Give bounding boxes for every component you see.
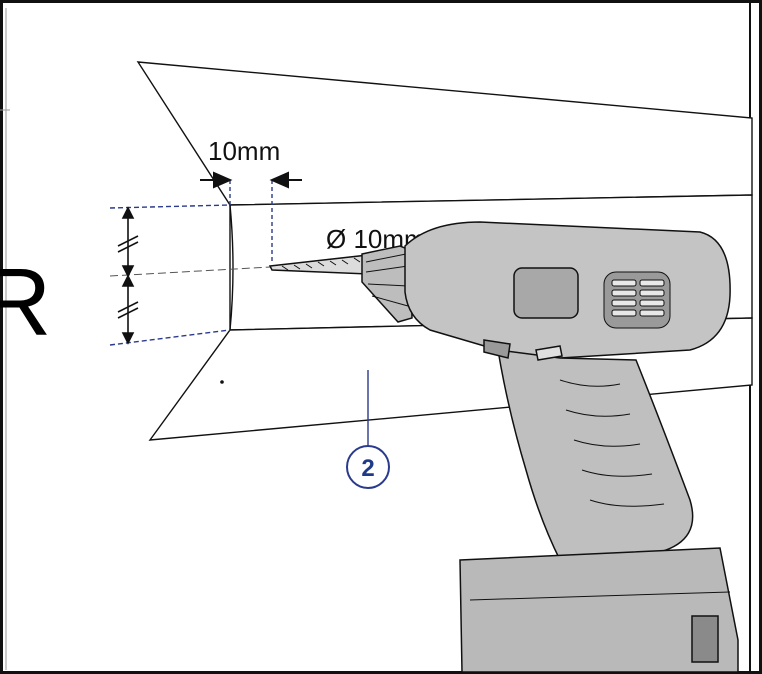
arrow-mid-down [121,274,135,287]
callout-number: 2 [361,455,374,482]
vent-grille [603,271,671,329]
drill-battery [459,547,739,673]
top-reference-line [109,204,231,209]
drill-side-panel [513,267,579,319]
direction-switch [535,345,563,361]
battery-latch [691,615,719,663]
bottom-reference-line [109,329,231,346]
gap-dimension-label: 10mm [208,136,280,166]
callout-circle [346,445,390,489]
arrow-right [269,171,289,189]
screw-mark [220,380,224,384]
grip-texture [559,379,665,507]
arrow-top [121,206,135,219]
arrow-mid-up [121,265,135,278]
equal-spacing-dimension [117,206,139,345]
drill-chuck [361,245,413,323]
drill-trigger [483,339,511,359]
cordless-drill [268,221,739,673]
or-text-fragment: R [0,249,51,356]
gap-dimension-arrows [200,171,302,189]
arrow-bottom [121,332,135,345]
arrow-left [213,171,233,189]
